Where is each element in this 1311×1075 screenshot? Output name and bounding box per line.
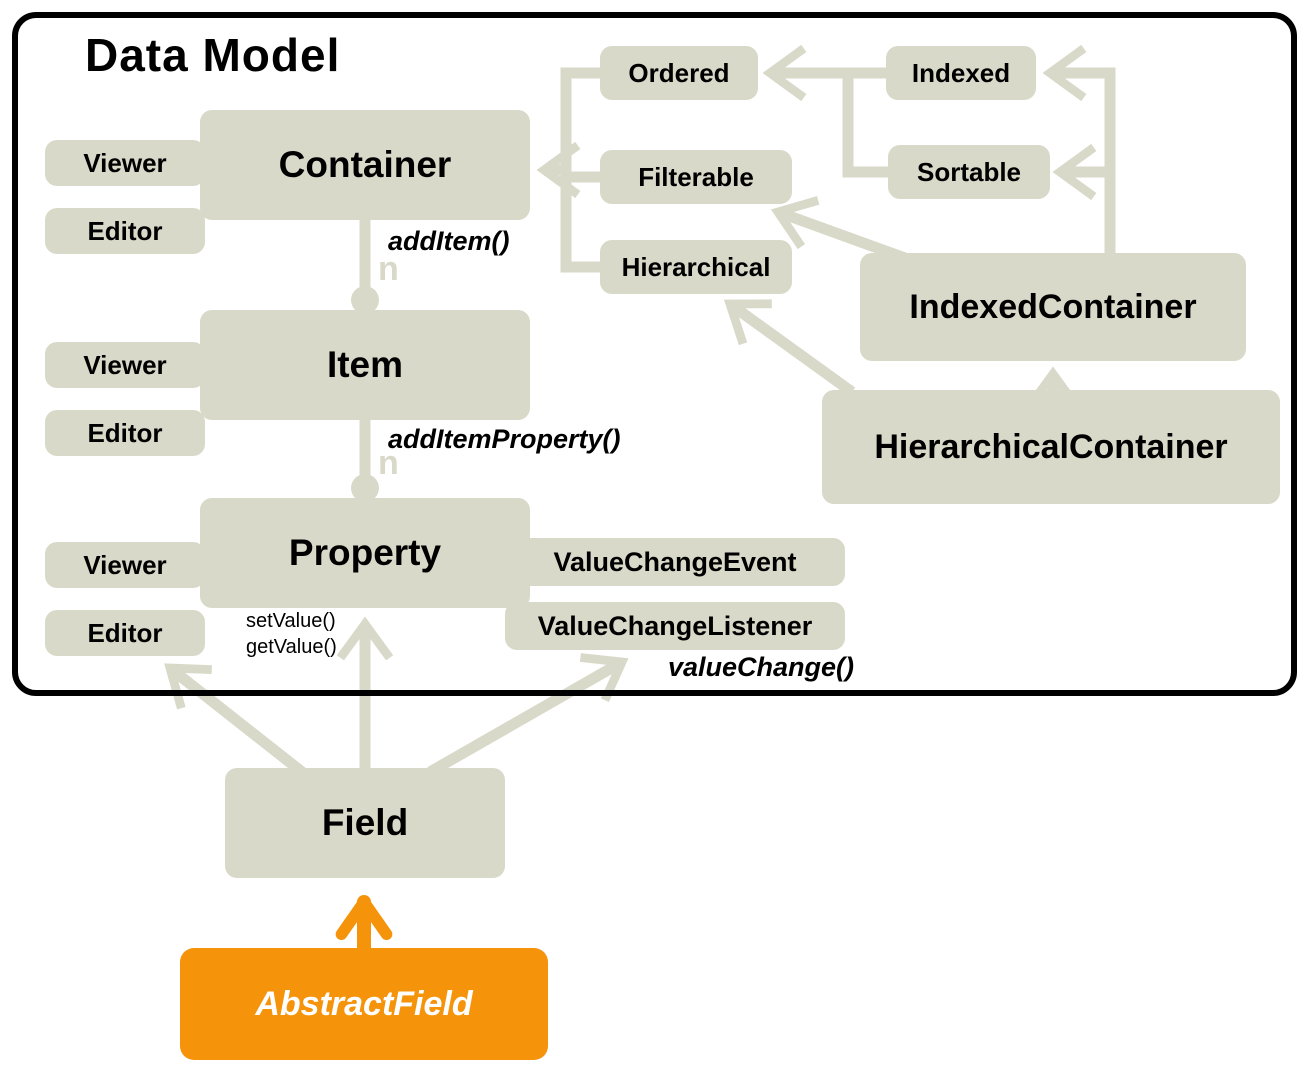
class-box-field: Field bbox=[225, 768, 505, 878]
class-box-indexed-container: IndexedContainer bbox=[860, 253, 1246, 361]
class-box-indexed: Indexed bbox=[886, 46, 1036, 100]
adapter-box-container-viewer: Viewer bbox=[45, 140, 205, 186]
class-box-hierarchical: Hierarchical bbox=[600, 240, 792, 294]
class-box-value-change-listener: ValueChangeListener bbox=[505, 602, 845, 650]
class-box-property: Property bbox=[200, 498, 530, 608]
method-label-value-change: valueChange() bbox=[668, 652, 855, 682]
inheritance-arrow-hierarchicalcontainer-to-hierarchical bbox=[723, 299, 856, 397]
class-box-item: Item bbox=[200, 310, 530, 420]
method-label-add-item: addItem() bbox=[388, 226, 510, 256]
method-label-get-value: getValue() bbox=[246, 636, 337, 658]
class-box-filterable: Filterable bbox=[600, 150, 792, 204]
adapter-box-property-viewer: Viewer bbox=[45, 542, 205, 588]
connector-sortable-joiner bbox=[842, 73, 888, 178]
class-box-hierarchical-container: HierarchicalContainer bbox=[822, 390, 1280, 504]
adapter-box-item-editor: Editor bbox=[45, 410, 205, 456]
inheritance-arrow-field-to-editor bbox=[164, 663, 306, 777]
adapter-box-item-viewer: Viewer bbox=[45, 342, 205, 388]
diagram-title: Data Model bbox=[85, 29, 341, 81]
composition-ball-property bbox=[351, 474, 379, 502]
adapter-box-container-editor: Editor bbox=[45, 208, 205, 254]
class-box-container: Container bbox=[200, 110, 530, 220]
inheritance-arrow-indexedcontainer-to-indexed bbox=[1042, 44, 1116, 256]
class-box-value-change-event: ValueChangeEvent bbox=[505, 538, 845, 586]
class-box-ordered: Ordered bbox=[600, 46, 758, 100]
class-box-sortable: Sortable bbox=[888, 145, 1050, 199]
connector-ordered-hierarchical-trunk bbox=[560, 67, 600, 273]
adapter-box-property-editor: Editor bbox=[45, 610, 205, 656]
method-label-add-item-property: addItemProperty() bbox=[388, 424, 621, 454]
method-label-set-value: setValue() bbox=[246, 610, 336, 632]
class-box-abstract-field: AbstractField bbox=[180, 948, 548, 1060]
composition-ball-item bbox=[351, 286, 379, 314]
inheritance-arrow-indexedcontainer-to-filterable bbox=[770, 196, 907, 264]
inheritance-arrow-field-to-valuechangelistener bbox=[427, 653, 629, 777]
multiplicity-label-item-property: n bbox=[378, 444, 399, 482]
multiplicity-label-container-item: n bbox=[378, 250, 399, 288]
